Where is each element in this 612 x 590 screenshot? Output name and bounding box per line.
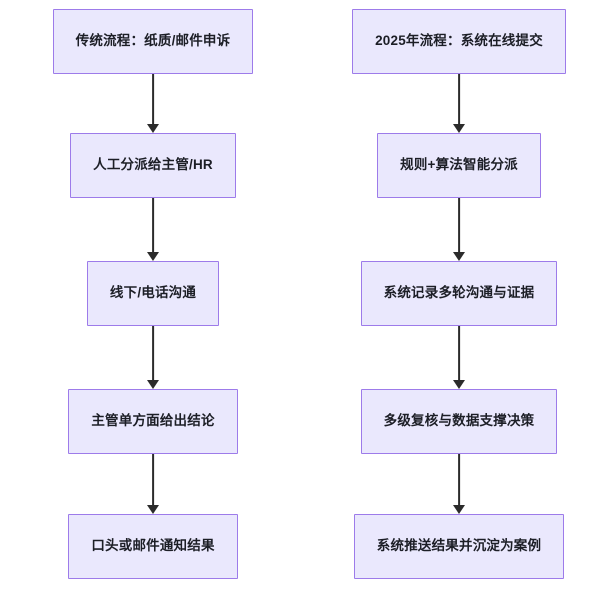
flow-arrow-new-2-to-3 [452,198,466,261]
arrow-head-icon [453,124,465,133]
flow-arrow-new-1-to-2 [452,74,466,133]
flow-column-modern-process-2025: 2025年流程：系统在线提交 规则+算法智能分派 系统记录多轮沟通与证据 多级复… [306,0,612,590]
arrow-head-icon [147,505,159,514]
flow-node-label: 线下/电话沟通 [109,285,197,301]
flow-node-label: 系统记录多轮沟通与证据 [383,285,535,301]
flow-node-new-4[interactable]: 多级复核与数据支撑决策 [360,389,558,454]
flow-node-label: 传统流程：纸质/邮件申诉 [75,33,231,49]
flow-arrow-trad-3-to-4 [146,326,160,389]
arrow-shaft [152,74,154,125]
arrow-shaft [458,198,460,253]
flow-node-label: 口头或邮件通知结果 [91,538,215,554]
flow-node-trad-5[interactable]: 口头或邮件通知结果 [68,514,238,579]
arrow-shaft [458,326,460,381]
flow-node-label: 人工分派给主管/HR [93,157,213,173]
arrow-head-icon [147,124,159,133]
flow-node-label: 规则+算法智能分派 [400,157,518,173]
flow-column-traditional-process: 传统流程：纸质/邮件申诉 人工分派给主管/HR 线下/电话沟通 主管单方面给出结… [52,9,254,579]
arrow-head-icon [453,252,465,261]
flow-arrow-new-4-to-5 [452,454,466,514]
arrow-shaft [152,198,154,253]
arrow-head-icon [147,380,159,389]
arrow-head-icon [453,380,465,389]
flow-arrow-trad-2-to-3 [146,198,160,261]
flow-node-label: 主管单方面给出结论 [91,413,215,429]
flow-node-label: 系统推送结果并沉淀为案例 [376,538,542,554]
flow-arrow-new-3-to-4 [452,326,466,389]
flow-arrow-trad-1-to-2 [146,74,160,133]
arrow-shaft [458,74,460,125]
arrow-shaft [152,326,154,381]
flow-node-new-5[interactable]: 系统推送结果并沉淀为案例 [353,514,565,579]
arrow-head-icon [453,505,465,514]
flow-node-trad-1[interactable]: 传统流程：纸质/邮件申诉 [52,9,254,74]
flow-arrow-trad-4-to-5 [146,454,160,514]
flow-node-new-1[interactable]: 2025年流程：系统在线提交 [352,9,566,74]
flow-node-new-3[interactable]: 系统记录多轮沟通与证据 [360,261,558,326]
flow-node-trad-4[interactable]: 主管单方面给出结论 [68,389,238,454]
flow-node-label: 多级复核与数据支撑决策 [383,413,535,429]
flow-node-trad-3[interactable]: 线下/电话沟通 [86,261,220,326]
flow-node-new-2[interactable]: 规则+算法智能分派 [377,133,541,198]
arrow-shaft [152,454,154,506]
flow-node-label: 2025年流程：系统在线提交 [375,33,543,49]
arrow-shaft [458,454,460,506]
arrow-head-icon [147,252,159,261]
flow-node-trad-2[interactable]: 人工分派给主管/HR [70,133,236,198]
